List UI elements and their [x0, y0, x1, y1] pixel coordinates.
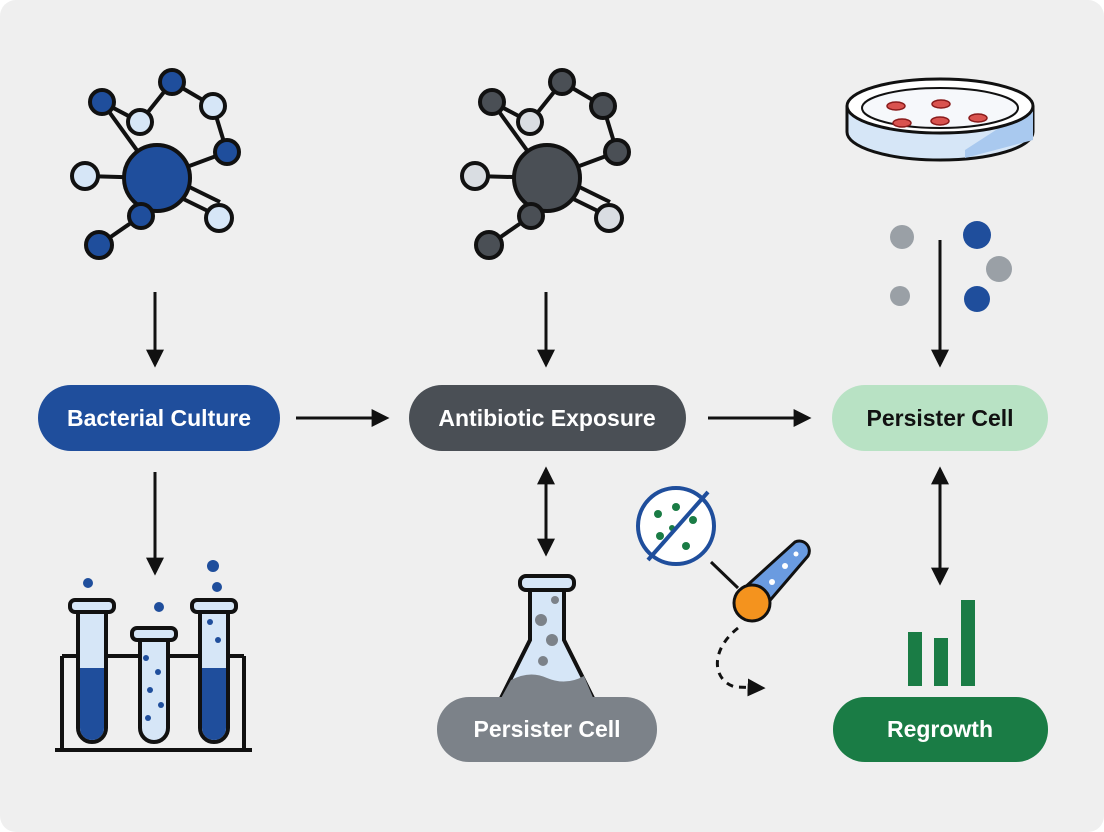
no-bacteria-icon — [636, 486, 716, 566]
node-regrowth: Regrowth — [833, 697, 1048, 762]
node-persister-cell-right: Persister Cell — [832, 385, 1048, 451]
node-persister-cell-bottom: Persister Cell — [437, 697, 657, 762]
bar-chart-icon — [908, 600, 975, 686]
node-bacterial-culture-label: Bacterial Culture — [67, 405, 251, 431]
node-regrowth-label: Regrowth — [887, 716, 993, 742]
flask-icon — [496, 574, 598, 702]
flow-arrows — [146, 240, 949, 697]
test-tubes-icon — [55, 598, 252, 752]
connector-line — [709, 560, 740, 590]
node-bacterial-culture: Bacterial Culture — [38, 385, 280, 451]
pipette-icon — [732, 539, 811, 623]
arrow-pipette-dashed — [715, 626, 766, 697]
molecule-blue-icon — [70, 68, 241, 260]
node-persister-cell-bottom-label: Persister Cell — [473, 716, 620, 742]
molecule-gray-icon — [460, 68, 631, 260]
test-tube-bubbles — [83, 560, 222, 721]
particles-icon — [890, 221, 1012, 312]
node-antibiotic-exposure-label: Antibiotic Exposure — [438, 405, 655, 431]
node-persister-cell-right-label: Persister Cell — [866, 405, 1013, 431]
petri-dish-icon — [845, 77, 1035, 162]
node-antibiotic-exposure: Antibiotic Exposure — [409, 385, 686, 451]
